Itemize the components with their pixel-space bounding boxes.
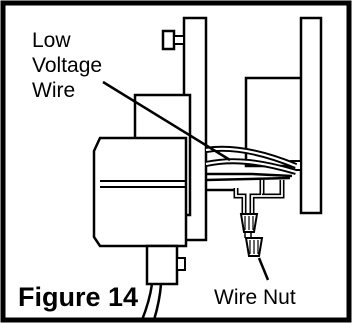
wire-drops [233, 180, 285, 214]
figure-caption: Figure 14 [18, 282, 138, 312]
low-voltage-label-line2: Voltage [32, 54, 102, 77]
low-voltage-label-line3: Wire [32, 79, 75, 102]
mounting-screw [161, 29, 185, 51]
transformer-housing [92, 136, 188, 248]
wire-nut-upper [239, 213, 259, 233]
wire-nut-leader-line [257, 257, 270, 281]
wire-nut-label: Wire Nut [214, 286, 296, 309]
wire-nut-lower [244, 232, 264, 257]
electrical-box [244, 16, 323, 215]
low-voltage-leader-line [102, 80, 231, 162]
low-voltage-label-line1: Low [32, 29, 71, 52]
connecting-wires [205, 145, 298, 192]
conduit-neck [145, 244, 186, 286]
exit-cables [140, 283, 163, 321]
